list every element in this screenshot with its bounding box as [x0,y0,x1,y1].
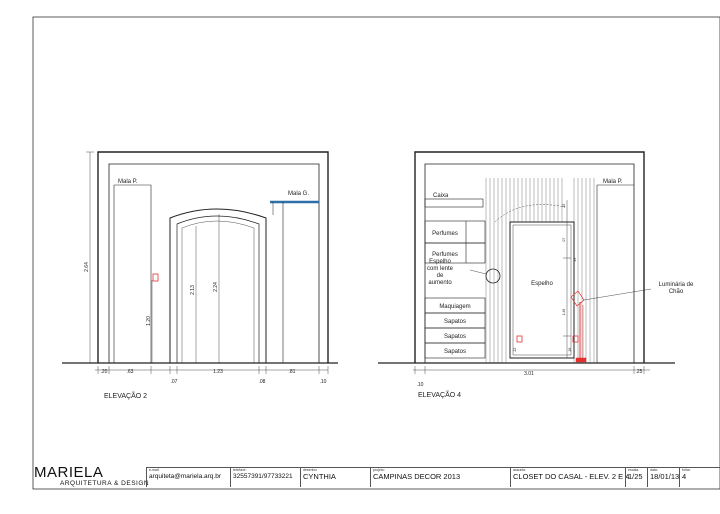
label-sapatos-1: Sapatos [444,319,466,325]
label-line: Chão [669,289,684,295]
sheet-value: 4 [682,472,687,481]
magnifying-mirror-symbol [485,268,501,284]
label-perfumes-1: Perfumes [432,231,458,237]
project-label: projeto: [373,468,385,472]
outlet-marker [152,273,159,282]
label-mala-p-e4: Mala P. [603,179,623,185]
dim-e2-base-3: .07 [171,379,178,385]
label-line: com lente [427,266,454,272]
dim-e2-base-7: .10 [320,379,327,385]
cell-project: projeto: CAMPINAS DECOR 2013 [370,467,510,487]
cell-subject: assunto: CLOSET DO CASAL - ELEV. 2 E 4 [510,467,630,487]
outlet-marker-left [516,335,523,343]
cell-scale: escala: 1/25 [625,467,647,487]
dim-e2-base-4: 1.23 [213,369,223,375]
label-line: aumento [428,280,452,286]
sheet-label: folha: [682,468,691,472]
cell-phone: telefone: 32557391/97733221 [230,467,300,487]
label-caixa: Caixa [433,193,449,199]
elevation-4-drawing [378,151,675,374]
dim-e2-base-6: .81 [289,369,296,375]
email-label: e-mail: [149,468,160,472]
dim-arch-total: 2.24 [213,282,219,292]
dim-e2-base-5: .08 [259,379,266,385]
outlet-marker-right [572,335,579,343]
dim-e4-007: .07 [562,238,566,243]
date-label: data: [650,468,658,472]
phone-label: telefone: [233,468,247,472]
label-line: de [437,273,444,279]
cell-drafter: desenho: CYNTHIA [300,467,370,487]
label-line: Luminária de [659,282,694,288]
subject-label: assunto: [513,468,527,472]
elevation-4-title: ELEVAÇÃO 4 [418,390,461,399]
label-mala-p-e2: Mala P. [118,179,138,185]
floor-lamp-symbol [570,290,587,363]
dim-e4-010: .10 [417,382,424,388]
project-value: CAMPINAS DECOR 2013 [373,472,461,481]
subject-value: CLOSET DO CASAL - ELEV. 2 E 4 [513,472,630,481]
scale-label: escala: [628,468,640,472]
dim-total-height: 2.64 [84,262,90,272]
elevation-2-drawing [62,151,338,374]
dim-e4-148: 1.48 [562,309,566,315]
dim-e4-015: .15 [562,204,566,209]
label-sapatos-3: Sapatos [444,349,466,355]
cell-sheet: folha: 4 [679,467,720,487]
dim-e4-025: .25 [636,369,643,375]
dim-e4-301: 3.01 [524,371,534,377]
dim-arch-inner: 2.13 [190,285,196,295]
title-block: MARIELA ARQUITETURA & DESIGN e-mail: arq… [30,459,720,489]
cell-date: data: 18/01/13 [647,467,679,487]
dim-e2-base-1: .20 [101,369,108,375]
cell-email: e-mail: arquiteta@mariela.arq.br [146,467,230,487]
dim-e2-base-2: .63 [127,369,134,375]
label-maquiagem: Maquiagem [439,304,470,310]
label-line: Espelho [429,259,451,265]
brand-logo: MARIELA [34,464,104,481]
sheet-border [32,16,720,490]
email-value: arquiteta@mariela.arq.br [149,473,221,480]
drafter-label: desenho: [303,468,318,472]
dim-e4-022: .22 [513,348,517,353]
scale-value: 1/25 [628,472,643,481]
drafter-value: CYNTHIA [303,472,336,481]
label-espelho: Espelho [531,281,553,287]
dim-e4-093: .93 [573,258,577,263]
phone-value: 32557391/97733221 [233,473,293,480]
brand-subtitle: ARQUITETURA & DESIGN [60,480,150,487]
elevation-2-title: ELEVAÇÃO 2 [104,391,147,400]
mirror-frame [509,221,575,359]
label-sapatos-2: Sapatos [444,334,466,340]
label-perfumes-2: Perfumes [432,252,458,258]
dim-niche-height: 1.20 [146,316,152,326]
wall-panel-stripes [485,178,595,363]
date-value: 18/01/13 [650,472,680,481]
label-mala-g: Mala G. [288,191,309,197]
dim-e4-026: .26 [568,348,572,353]
